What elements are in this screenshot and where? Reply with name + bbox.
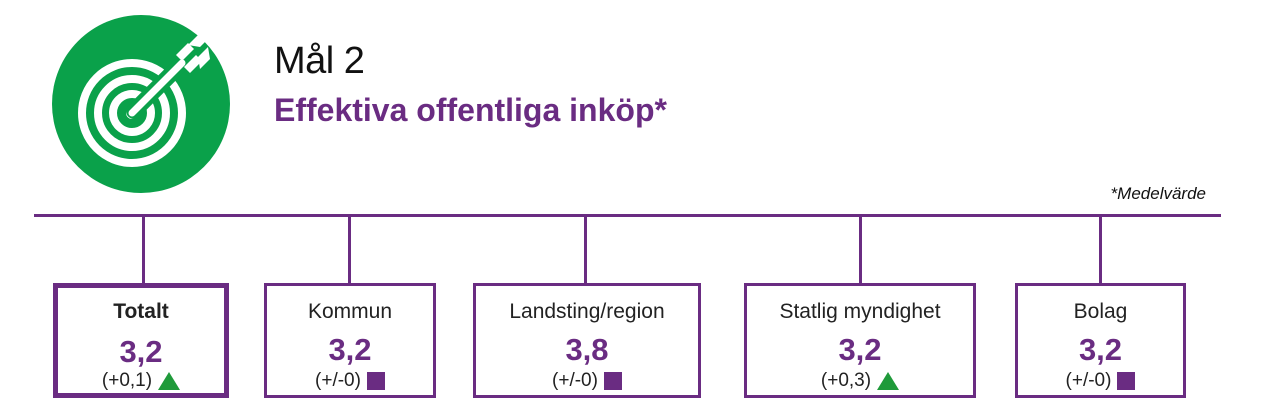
card-value: 3,8 xyxy=(565,332,609,367)
card-change: (+/-0) xyxy=(1018,370,1183,392)
change-text: (+0,1) xyxy=(101,370,153,391)
square-icon xyxy=(366,372,385,390)
connector-kommun xyxy=(348,215,351,284)
card-change: (+/-0) xyxy=(267,370,433,392)
goal-label: Mål 2 xyxy=(274,40,365,82)
connector-line xyxy=(34,214,1221,217)
card-change: (+0,1) xyxy=(58,370,224,392)
card-totalt: Totalt 3,2 (+0,1) xyxy=(53,283,229,398)
change-text: (+/-0) xyxy=(1065,370,1112,391)
card-bolag: Bolag 3,2 (+/-0) xyxy=(1015,283,1186,398)
connector-landsting xyxy=(584,215,587,284)
card-statlig: Statlig myndighet 3,2 (+0,3) xyxy=(744,283,976,398)
connector-statlig xyxy=(859,215,862,284)
card-change: (+0,3) xyxy=(747,370,973,392)
triangle-up-icon xyxy=(877,372,900,390)
change-text: (+/-0) xyxy=(315,370,361,391)
target-dart-icon xyxy=(52,15,230,193)
change-text: (+/-0) xyxy=(552,370,598,391)
goal-title: Effektiva offentliga inköp* xyxy=(274,92,667,128)
card-name: Totalt xyxy=(113,300,169,323)
card-name: Landsting/region xyxy=(509,300,665,323)
card-name: Statlig myndighet xyxy=(779,300,941,323)
card-value: 3,2 xyxy=(1078,332,1123,367)
goal-logo xyxy=(52,15,230,193)
card-name: Bolag xyxy=(1073,300,1128,323)
square-icon xyxy=(1117,372,1136,390)
card-value: 3,2 xyxy=(328,332,372,367)
card-name: Kommun xyxy=(307,300,393,323)
change-text: (+0,3) xyxy=(820,370,872,391)
card-value: 3,2 xyxy=(838,332,882,367)
connector-totalt xyxy=(142,215,145,284)
card-kommun: Kommun 3,2 (+/-0) xyxy=(264,283,436,398)
card-landsting: Landsting/region 3,8 (+/-0) xyxy=(473,283,701,398)
triangle-up-icon xyxy=(158,372,181,390)
connector-bolag xyxy=(1099,215,1102,284)
square-icon xyxy=(603,372,622,390)
card-value: 3,2 xyxy=(119,334,163,369)
footnote-average: *Medelvärde xyxy=(1110,184,1206,203)
card-change: (+/-0) xyxy=(476,370,698,392)
